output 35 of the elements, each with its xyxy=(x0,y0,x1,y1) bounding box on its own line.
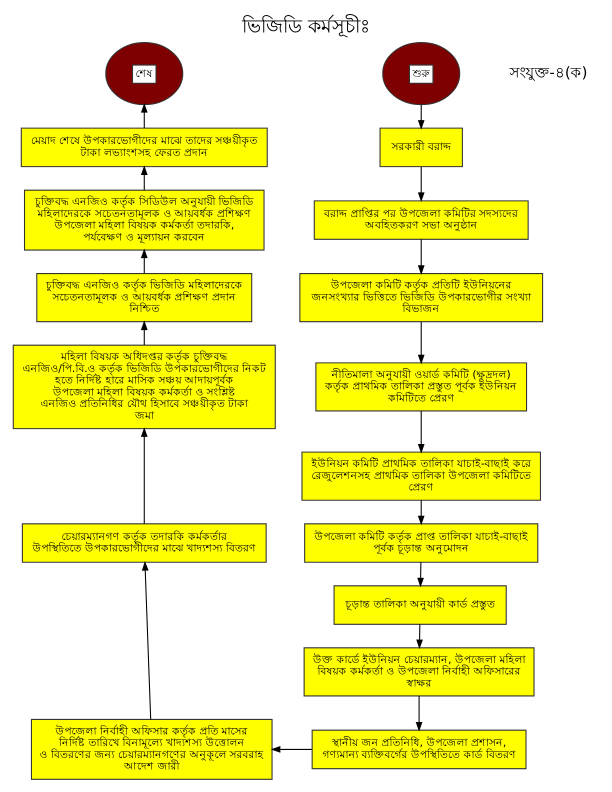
node-box: সরকারী বরাদ্দ xyxy=(380,128,463,168)
node-box: চুক্তিবদ্ধ এনজিও কর্তৃক ভিজিডি মহিলাদেরকে সচেতনতামূলক ও আয়বর্ধক প্রশিক্ষণ প্রদান নিশ্চিত xyxy=(36,273,252,322)
node-box: উপজেলা নির্বাহী অফিসার কর্তৃক প্রতি মাসের নির্দিষ্ট তারিখে বিনামূল্যে খাদ্যশস্য উত্তোলন ও বিতরণের জন্য চেয়ারম্যানগণের অনুকূলে সরবরাহ আদেশ জারী xyxy=(30,718,273,780)
node-box: চূড়ান্ত তালিকা অনুযায়ী কার্ড প্রস্তুত xyxy=(334,585,507,625)
node-box: মহিলা বিষয়ক অধিদপ্তর কর্তৃক চুক্তিবদ্ধ এনজিও/পি.বি.ও কর্তৃক ভিজিডি উপকারভোগীদের নিকট হতে নির্দিষ্ট হারে মাসিক সঞ্চয় আদায়পূর্বক উপজেলা মহিলা বিষয়ক কর্মকর্তা ও সংশ্লিষ্ট এনজিও প্রতিনিধির যৌথ হিসাবে সঞ্চয়ীকৃত টাকা জমা xyxy=(12,344,276,430)
arrow xyxy=(140,103,148,128)
arrow xyxy=(418,104,425,130)
node-box: চুক্তিবদ্ধ এনজিও কর্তৃক সিডিউল অনুযায়ী ভিজিডি মহিলাদেরকে সচেতনতামূলক ও আয়বর্ধক প্রশিক্ষণ উপজেলা মহিলা বিষয়ক কর্মকর্তা তদারকি, পর্যবেক্ষণ ও মূল্যায়ন করবেন xyxy=(24,190,265,251)
node-box: ইউনিয়ন কমিটি প্রাথমিক তালিকা যাচাই-বাছাই করে রেজুলেশনসহ প্রাথমিক তালিকা উপজেলা কমিটিতে প্রেরণ xyxy=(301,452,541,501)
arrow xyxy=(418,411,425,454)
node-ellipse: শুরু xyxy=(382,42,460,106)
arrow xyxy=(140,165,148,190)
arrow xyxy=(418,500,425,526)
arrow xyxy=(140,320,148,345)
arrow xyxy=(418,239,425,275)
diagram-title: ভিজিডি কর্মসূচীঃ xyxy=(242,14,370,38)
arrow xyxy=(418,167,425,202)
arrow xyxy=(140,427,148,524)
arrow xyxy=(142,560,152,720)
node-box: মেয়াদ শেষে উপকারভোগীদের মাঝে তাদের সঞ্চয়ীকৃত টাকা লভ্যাংশসহ ফেরত প্রদান xyxy=(20,128,268,168)
arrow xyxy=(418,322,425,364)
arrow xyxy=(416,696,422,732)
arrow xyxy=(416,624,423,650)
label: সংযুক্ত-৪(ক) xyxy=(509,64,588,82)
node-box: বরাদ্দ প্রাপ্তির পর উপজেলা কমিটির সদস্যদের অবহিতকরণ সভা অনুষ্ঠান xyxy=(314,200,529,240)
node-box: উক্ত কার্ডে ইউনিয়ন চেয়ারম্যান, উপজেলা মহিলা বিষয়ক কর্মকর্তা ও উপজেলা নির্বাহী অফিসারের স্বাক্ষর xyxy=(304,647,535,696)
node-ellipse: শেষ xyxy=(105,42,184,106)
node-box: উপজেলা কমিটি কর্তৃক প্রাপ্ত তালিকা যাচাই-বাছাই পূর্বক চূড়ান্ত অনুমোদন xyxy=(304,523,538,563)
node-box: উপজেলা কমিটি কর্তৃক প্রতিটি ইউনিয়নের জনসংখ্যার ভিত্তিতে ভিজিডি উপকারভোগীর সংখ্যা বিভাজন xyxy=(299,273,544,322)
arrow xyxy=(417,562,424,588)
node-box: চেয়ারম্যানগণ কর্তৃক তদারকি কর্মকর্তার উপস্থিতিতে উপকারভোগীদের মাঝে খাদ্যশস্য বিতরণ xyxy=(22,523,267,563)
arrow xyxy=(140,248,148,274)
node-box: স্থানীয় জন প্রতিনিধি, উপজেলা প্রশাসন, গণ্যমান্য ব্যক্তিবর্গের উপস্থিতিতে কার্ড বিতরণ xyxy=(312,730,527,770)
node-box: নীতিমালা অনুযায়ী ওয়ার্ড কমিটি (ক্ষুদ্রদল) কর্তৃক প্রাথমিক তালিকা প্রস্তুত পূর্বক ইউনিয়ন কমিটিতে প্রেরণ xyxy=(315,362,528,412)
arrow xyxy=(270,746,312,753)
